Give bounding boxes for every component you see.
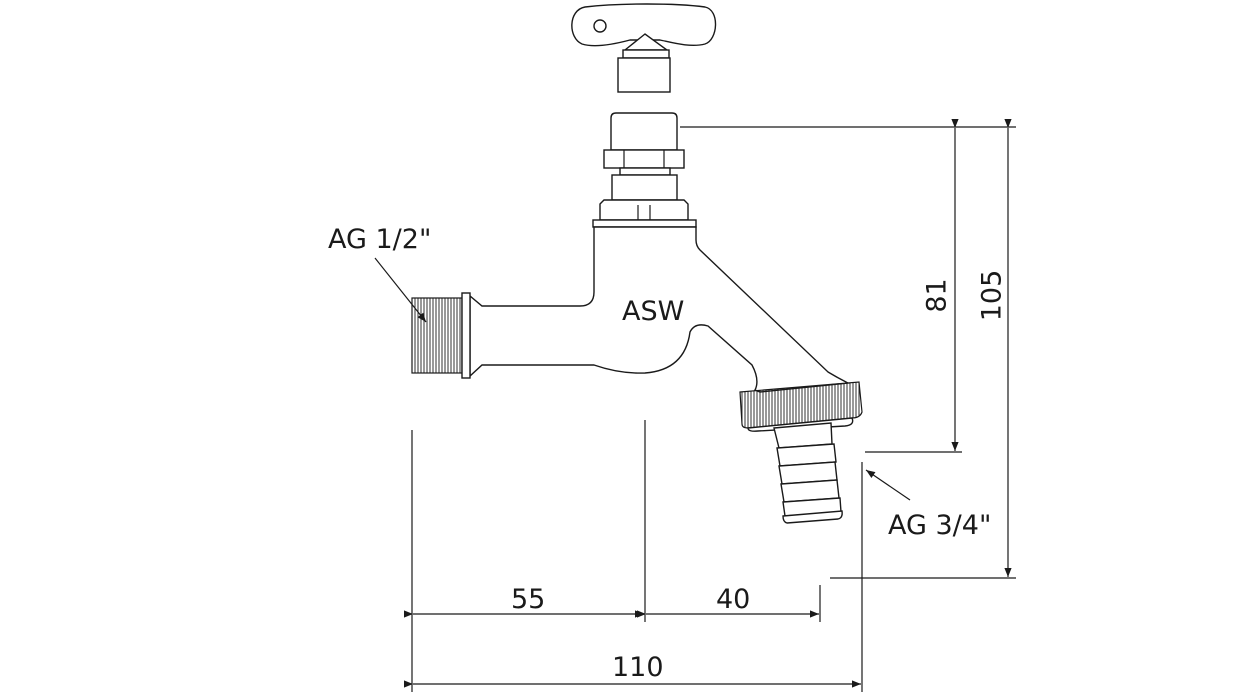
tap-key [571,3,717,93]
inlet-thread-label: AG 1/2" [328,224,432,255]
dim-110: 110 [612,652,664,683]
hose-tail [773,422,843,524]
brand-label: ASW [622,296,685,327]
dim-81: 81 [921,278,953,313]
tap-spindle [592,112,697,228]
dimension-lines [374,119,1016,692]
inlet-thread [411,297,463,374]
key-hole [593,19,607,33]
outlet-thread-label: AG 3/4" [888,510,992,541]
dim-40: 40 [716,584,751,615]
outlet-leader [865,469,911,501]
inlet-leader [374,257,427,323]
dim-105: 105 [976,269,1008,322]
dim-55: 55 [511,584,546,615]
